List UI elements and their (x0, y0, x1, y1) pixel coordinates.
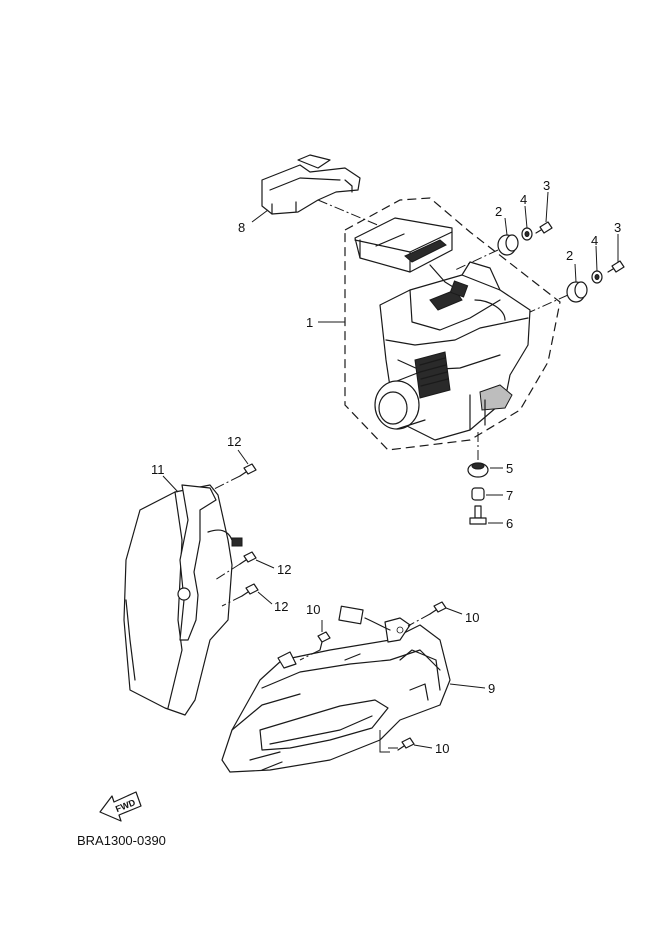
callout-7: 7 (506, 488, 513, 503)
screw-part-12b (239, 551, 257, 565)
leader-lines (162, 191, 619, 749)
callout-6: 6 (506, 516, 513, 531)
side-cover-part-11 (123, 484, 243, 716)
grommet-part-2b (566, 281, 588, 303)
alignment-line-12b (214, 563, 241, 581)
alignment-line-2b (529, 294, 569, 313)
screw-part-12c (241, 583, 259, 597)
drawing-code: BRA1300-0390 (77, 833, 166, 848)
bolt-part-6 (469, 505, 487, 525)
washer-part-4b (591, 270, 603, 284)
callout-4b: 4 (591, 233, 598, 248)
callout-10c: 10 (435, 741, 449, 756)
grommet-part-5 (467, 462, 489, 478)
alignment-line-10a (299, 649, 321, 661)
callout-10b: 10 (465, 610, 479, 625)
screw-part-3b (607, 260, 625, 273)
alignment-line-12a (211, 475, 241, 491)
alignment-line-10b (407, 613, 431, 627)
alignment-line-8 (317, 199, 381, 227)
bracket-line-10c (379, 730, 398, 753)
callout-3a: 3 (543, 178, 550, 193)
control-unit (354, 217, 453, 273)
screw-part-3a (535, 221, 553, 234)
screw-part-12a (239, 463, 257, 477)
washer-part-4a (521, 227, 533, 241)
callouts: 1 2 2 3 3 4 4 5 6 7 8 9 10 10 10 11 12 1… (151, 178, 621, 756)
callout-3b: 3 (614, 220, 621, 235)
callout-5: 5 (506, 461, 513, 476)
bracket-part-8 (261, 154, 361, 215)
collar-part-7 (471, 487, 485, 501)
alignment-line-12c (221, 595, 243, 607)
screw-part-10c (397, 737, 415, 751)
alignment-line-2a (454, 249, 499, 271)
callout-2a: 2 (495, 204, 502, 219)
callout-11: 11 (151, 462, 165, 477)
callout-4a: 4 (520, 192, 527, 207)
assembly-1-outline (344, 197, 561, 451)
callout-12a: 12 (227, 434, 241, 449)
callout-12c: 12 (274, 599, 288, 614)
callout-12b: 12 (277, 562, 291, 577)
callout-1: 1 (306, 315, 313, 330)
headlight-unit (374, 261, 531, 441)
wire-connector (429, 264, 469, 298)
screw-part-10a (317, 631, 331, 651)
callout-9: 9 (488, 681, 495, 696)
screw-part-10b (429, 601, 447, 615)
grommet-part-2a (497, 234, 519, 256)
callout-2b: 2 (566, 248, 573, 263)
forward-arrow-icon: FWD (99, 791, 142, 822)
lamp-part-9 (221, 605, 451, 773)
callout-8: 8 (238, 220, 245, 235)
callout-10a: 10 (306, 602, 320, 617)
